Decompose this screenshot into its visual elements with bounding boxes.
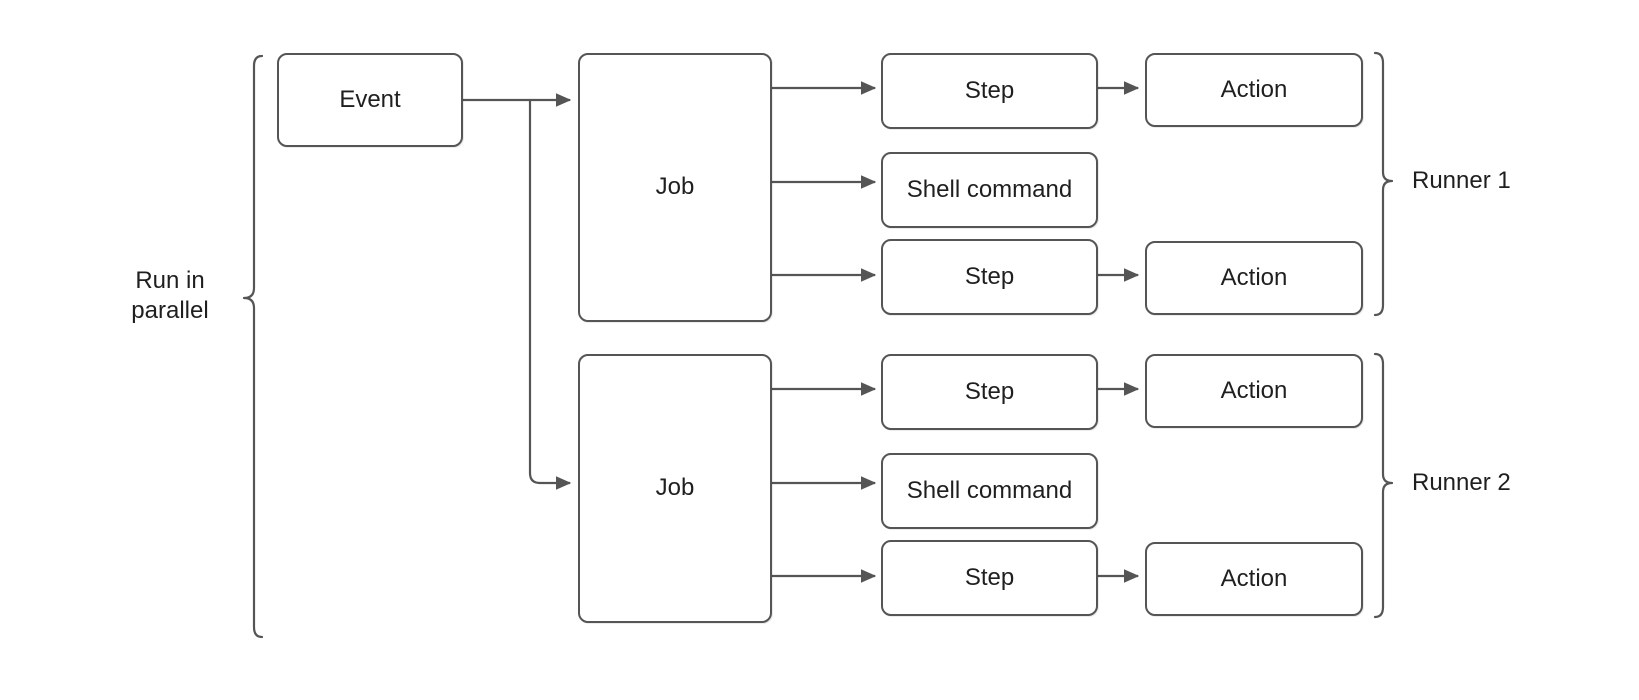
runner-1-label: Runner 1 [1412, 167, 1511, 194]
node-runner1-action-2[interactable]: Action [1145, 241, 1363, 315]
node-event-label: Event [339, 85, 401, 113]
node-runner2-step-1[interactable]: Step [881, 354, 1098, 430]
node-runner2-action-2-label: Action [1220, 564, 1288, 592]
node-runner2-step-1-label: Step [964, 377, 1015, 405]
node-runner1-action-1[interactable]: Action [1145, 53, 1363, 127]
node-job-1-label: Job [655, 173, 695, 201]
node-runner1-step-2-label: Step [964, 262, 1015, 290]
node-runner2-action-1[interactable]: Action [1145, 354, 1363, 428]
node-runner1-step-1-label: Step [964, 76, 1015, 104]
node-event[interactable]: Event [277, 53, 463, 147]
brace-runner-2 [1373, 352, 1394, 619]
run-in-parallel-label: Run in parallel [131, 267, 209, 324]
brace-runner-1 [1373, 51, 1394, 317]
node-job-1[interactable]: Job [578, 53, 772, 322]
brace-run-in-parallel [242, 54, 264, 639]
node-runner1-shell-command[interactable]: Shell command [881, 152, 1098, 228]
edge-event-to-job2 [528, 100, 572, 490]
node-runner2-action-1-label: Action [1220, 376, 1288, 404]
node-job-2[interactable]: Job [578, 354, 772, 623]
node-runner1-step-1[interactable]: Step [881, 53, 1098, 129]
node-runner1-shell-command-label: Shell command [906, 175, 1073, 203]
node-job-2-label: Job [655, 474, 695, 502]
node-runner2-action-2[interactable]: Action [1145, 542, 1363, 616]
node-runner2-shell-command[interactable]: Shell command [881, 453, 1098, 529]
node-runner1-action-2-label: Action [1220, 263, 1288, 291]
runner-2-label: Runner 2 [1412, 469, 1511, 496]
node-runner2-step-2-label: Step [964, 563, 1015, 591]
node-runner2-shell-command-label: Shell command [906, 476, 1073, 504]
node-runner1-action-1-label: Action [1220, 75, 1288, 103]
node-runner1-step-2[interactable]: Step [881, 239, 1098, 315]
node-runner2-step-2[interactable]: Step [881, 540, 1098, 616]
